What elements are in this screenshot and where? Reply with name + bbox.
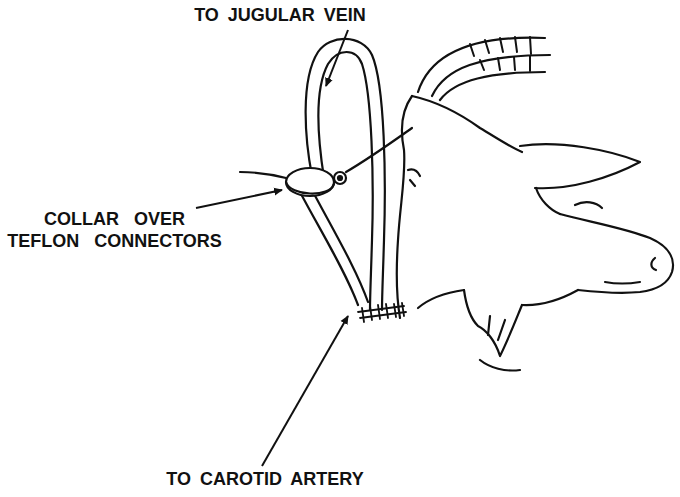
cannula-tube	[300, 192, 358, 305]
collar-screw	[334, 172, 346, 184]
leader-arrow	[326, 30, 348, 86]
snout	[560, 214, 673, 293]
ear	[520, 144, 640, 188]
head-outline	[412, 96, 522, 152]
collar-label: COLLAR OVER TEFLON CONNECTORS	[4, 208, 225, 252]
eye	[575, 202, 602, 208]
horn	[418, 38, 545, 92]
vessel-label: TO CAROTID ARTERY	[130, 468, 400, 490]
leader-arrow	[262, 316, 348, 466]
vessel-label: TO JUGULAR VEIN	[150, 4, 410, 26]
collar	[286, 168, 334, 196]
leader-arrow	[196, 190, 282, 208]
beard	[464, 290, 522, 356]
